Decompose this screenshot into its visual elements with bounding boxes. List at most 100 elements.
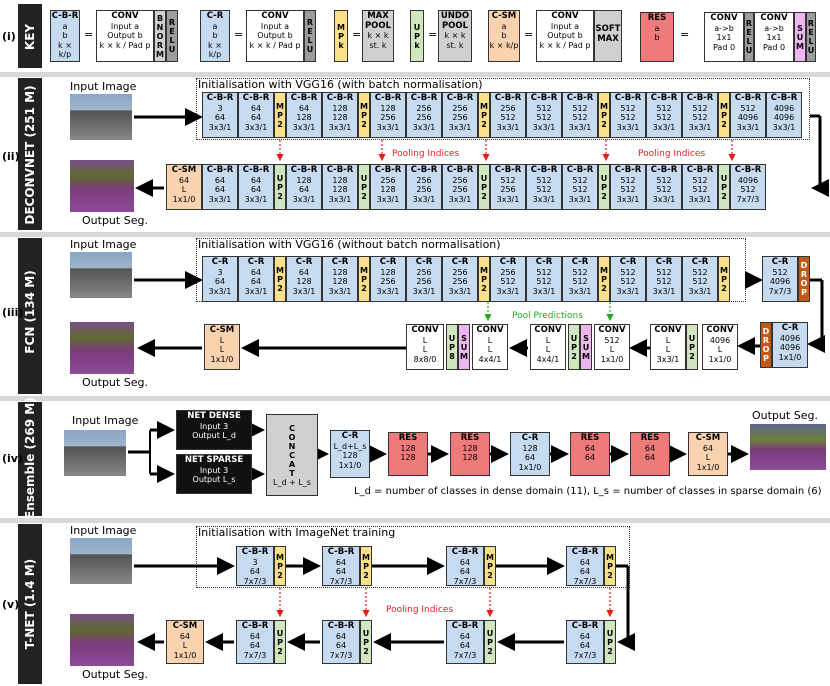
fcn-input-image — [70, 252, 132, 298]
key-equals: = — [84, 28, 94, 41]
separator — [0, 518, 830, 523]
key-relu-block: R E L U — [166, 10, 178, 62]
tnet-input-caption: Input Image — [70, 524, 137, 537]
fcn-output-image — [70, 322, 134, 374]
ensemble-roman: (iv) — [2, 452, 23, 465]
tnet-input-image — [70, 538, 132, 584]
key-sum-block: S U M — [794, 12, 806, 62]
tnet-roman: (v) — [2, 598, 20, 611]
key-up-block: U P k — [410, 10, 424, 62]
key-equals: = — [234, 28, 244, 41]
fcn-output-caption: Output Seg. — [82, 376, 148, 389]
fcn-roman: (iii) — [2, 306, 24, 319]
deconv-input-image — [70, 94, 132, 140]
ensemble-output-image — [750, 424, 826, 470]
ensemble-output-caption: Output Seg. — [752, 409, 818, 422]
deconv-output-caption: Output Seg. — [82, 214, 148, 227]
key-res-relu: R E L U — [744, 12, 754, 62]
key-equals: = — [680, 28, 690, 41]
deconv-label-bar — [18, 78, 42, 230]
ensemble-input-caption: Input Image — [72, 414, 139, 427]
separator — [0, 72, 830, 77]
key-label-bar — [18, 4, 42, 68]
tnet-output-caption: Output Seg. — [82, 668, 148, 681]
key-equals: = — [524, 28, 534, 41]
tnet-pooling-label: Pooling Indices — [386, 605, 454, 615]
separator — [0, 232, 830, 237]
deconv-input-caption: Input Image — [70, 80, 137, 93]
fcn-init-caption: Initialisation with VGG16 (without batch… — [198, 238, 501, 251]
